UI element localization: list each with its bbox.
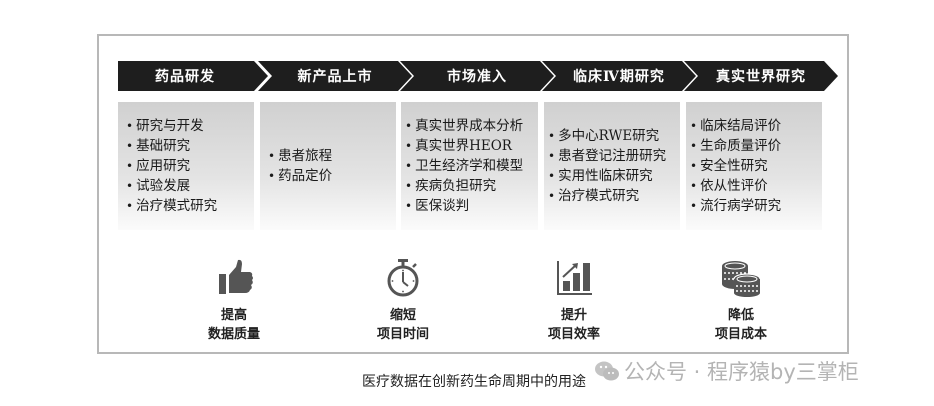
stage-chevron-rwe: 真实世界研究: [684, 61, 838, 91]
benefit-line1: 缩短: [389, 308, 416, 323]
list-item: 真实世界成本分析: [405, 116, 538, 136]
benefit-line2: 项目时间: [376, 327, 429, 342]
list-item: 基础研究: [126, 136, 254, 156]
list-item: 实用性临床研究: [548, 166, 680, 186]
stage-box-product-launch: 患者旅程 药品定价: [260, 102, 396, 230]
list-item: 依从性评价: [690, 176, 822, 196]
list-item: 临床结局评价: [690, 116, 822, 136]
list-item: 生命质量评价: [690, 136, 822, 156]
benefit-data-quality: 提高 数据质量: [174, 258, 294, 344]
list-item: 安全性研究: [690, 156, 822, 176]
list-item: 流行病学研究: [690, 196, 822, 216]
benefit-line1: 提升: [560, 308, 587, 323]
stopwatch-icon: [343, 258, 463, 298]
list-item: 真实世界HEOR: [405, 136, 538, 156]
list-item: 试验发展: [126, 176, 254, 196]
benefit-line2: 数据质量: [207, 327, 260, 342]
list-item: 卫生经济学和模型: [405, 156, 538, 176]
stage-chevron-market-access: 市场准入: [400, 61, 554, 91]
coins-icon: [681, 258, 801, 298]
stage-label: 真实世界研究: [716, 69, 806, 85]
stage-label: 临床Ⅳ期研究: [573, 69, 665, 85]
benefit-line1: 降低: [727, 308, 754, 323]
stage-box-drug-rd: 研究与开发 基础研究 应用研究 试验发展 治疗模式研究: [118, 102, 254, 230]
stage-label: 新产品上市: [297, 69, 373, 85]
stage-box-rwe: 临床结局评价 生命质量评价 安全性研究 依从性评价 流行病学研究: [686, 102, 822, 230]
watermark: 公众号 · 程序猿by三掌柜: [594, 356, 859, 386]
list-item: 医保谈判: [405, 196, 538, 216]
stage-chevron-drug-rd: 药品研发: [118, 61, 268, 91]
list-item: 患者旅程: [268, 146, 396, 166]
list-item: 应用研究: [126, 156, 254, 176]
benefit-line2: 项目效率: [547, 327, 600, 342]
list-item: 治疗模式研究: [126, 196, 254, 216]
stage-box-phase4: 多中心RWE研究 患者登记注册研究 实用性临床研究 治疗模式研究: [544, 102, 680, 230]
list-item: 研究与开发: [126, 116, 254, 136]
benefit-line1: 提高: [220, 308, 247, 323]
stage-label: 市场准入: [447, 69, 507, 85]
benefit-project-time: 缩短 项目时间: [343, 258, 463, 344]
list-item: 患者登记注册研究: [548, 146, 680, 166]
stage-box-market-access: 真实世界成本分析 真实世界HEOR 卫生经济学和模型 疾病负担研究 医保谈判: [401, 102, 538, 230]
list-item: 药品定价: [268, 166, 396, 186]
list-item: 治疗模式研究: [548, 186, 680, 206]
growth-chart-icon: [514, 258, 634, 298]
wechat-icon: [595, 361, 619, 381]
stage-label: 药品研发: [155, 69, 215, 85]
figure-caption: 医疗数据在创新药生命周期中的用途: [362, 374, 586, 390]
benefit-line2: 项目成本: [714, 327, 767, 342]
list-item: 多中心RWE研究: [548, 126, 680, 146]
benefit-project-cost: 降低 项目成本: [681, 258, 801, 344]
stage-chevron-phase4: 临床Ⅳ期研究: [542, 61, 696, 91]
stage-chevron-product-launch: 新产品上市: [258, 61, 412, 91]
watermark-text: 公众号 · 程序猿by三掌柜: [624, 360, 859, 384]
list-item: 疾病负担研究: [405, 176, 538, 196]
thumbs-up-icon: [174, 258, 294, 298]
benefit-project-efficiency: 提升 项目效率: [514, 258, 634, 344]
